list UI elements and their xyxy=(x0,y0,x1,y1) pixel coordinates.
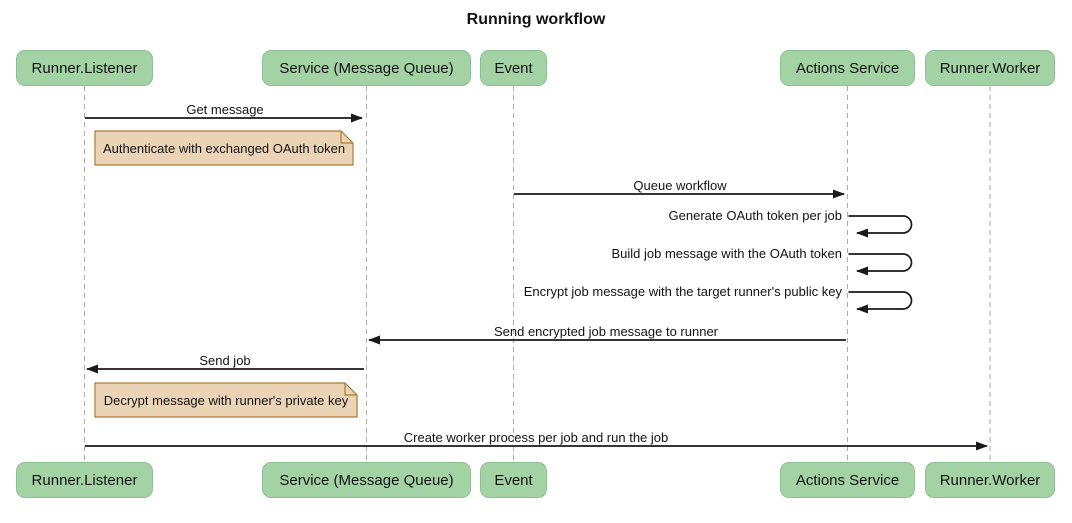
arrows-group xyxy=(85,113,988,451)
note-shape-decrypt xyxy=(94,382,358,418)
note-authenticate-oauth: Authenticate with exchanged OAuth token xyxy=(102,140,346,156)
actor-bottom-service-message-queue: Service (Message Queue) xyxy=(262,462,471,498)
actor-bottom-actions-service: Actions Service xyxy=(780,462,915,498)
actor-bottom-runner-worker: Runner.Worker xyxy=(925,462,1055,498)
actor-bottom-runner-listener: Runner.Listener xyxy=(16,462,153,498)
note-decrypt-private-key: Decrypt message with runner's private ke… xyxy=(103,392,349,408)
message-label-send-encrypted-job: Send encrypted job message to runner xyxy=(493,324,719,339)
message-label-queue-workflow: Queue workflow xyxy=(633,178,727,193)
message-label-send-job: Send job xyxy=(199,353,251,368)
message-label-get-message: Get message xyxy=(186,102,264,117)
self-arrow-encrypt-job-message xyxy=(848,291,913,314)
actor-top-service-message-queue: Service (Message Queue) xyxy=(262,50,471,86)
actor-top-runner-worker: Runner.Worker xyxy=(925,50,1055,86)
self-arrow-build-job-message xyxy=(848,253,913,276)
message-label-generate-oauth-token: Generate OAuth token per job xyxy=(668,208,842,223)
actor-top-actions-service: Actions Service xyxy=(780,50,915,86)
self-arrow-generate-oauth-token xyxy=(848,215,913,238)
note-shape-authenticate xyxy=(94,130,354,166)
diagram-title: Running workflow xyxy=(466,11,606,28)
note-fold-authenticate-icon xyxy=(340,131,353,144)
actor-top-runner-listener: Runner.Listener xyxy=(16,50,153,86)
message-label-create-worker-process: Create worker process per job and run th… xyxy=(403,430,669,445)
actor-bottom-event: Event xyxy=(480,462,547,498)
notes-group xyxy=(94,130,358,418)
message-label-encrypt-job-message: Encrypt job message with the target runn… xyxy=(523,284,842,299)
message-label-build-job-message: Build job message with the OAuth token xyxy=(611,246,842,261)
actor-top-event: Event xyxy=(480,50,547,86)
note-fold-decrypt-icon xyxy=(344,383,357,396)
